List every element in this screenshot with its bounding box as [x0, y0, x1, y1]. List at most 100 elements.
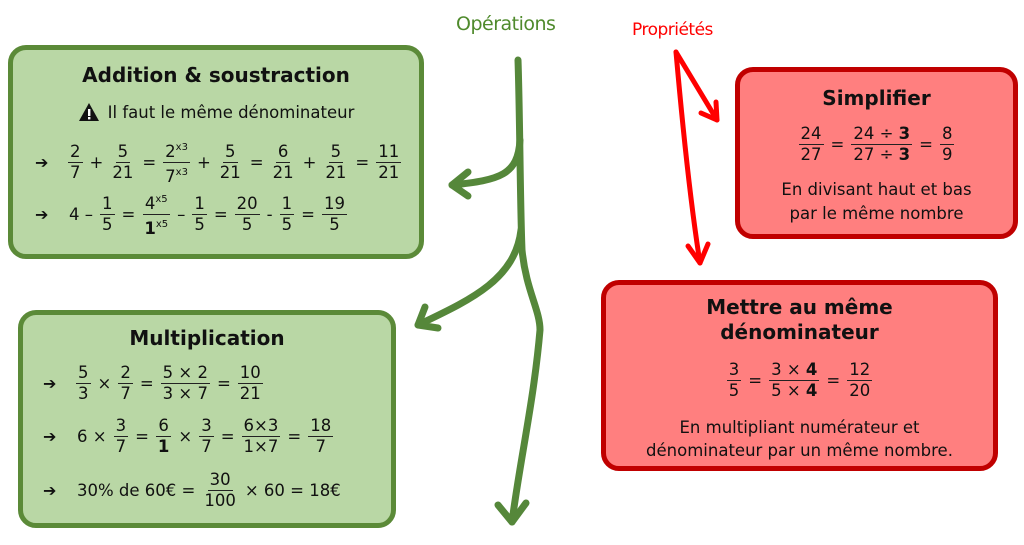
- warning-line: Il faut le même dénominateur: [13, 100, 419, 124]
- denominator: 5: [727, 381, 742, 401]
- term: 5: [241, 215, 253, 234]
- operator: =: [142, 153, 157, 172]
- term: 20: [849, 381, 871, 400]
- term: 6×3: [243, 416, 279, 435]
- numerator: 10: [237, 363, 263, 384]
- term: 1×7: [243, 437, 279, 456]
- properties-arrows: [673, 49, 720, 266]
- addition-title: Addition & soustraction: [82, 63, 350, 87]
- meme-denominateur-text-1: En multipliant numérateur et: [679, 418, 920, 437]
- term: 5: [329, 215, 340, 234]
- operator: =: [919, 135, 933, 154]
- addition-box: Addition & soustraction Il faut le même …: [8, 45, 424, 259]
- denominator: 5: [240, 215, 255, 235]
- superscript: x3: [175, 167, 188, 178]
- term: 7: [165, 167, 176, 186]
- term: 5 × 2: [162, 363, 208, 382]
- denominator: 3: [76, 384, 91, 404]
- term: 30: [209, 470, 231, 489]
- term: 3 ×: [771, 360, 806, 379]
- term: 21: [112, 163, 134, 182]
- operator: =: [355, 153, 370, 172]
- denominator: 21: [376, 163, 401, 183]
- numerator: 1: [279, 194, 295, 215]
- term: 11: [378, 142, 400, 161]
- term: 5: [225, 142, 236, 161]
- operator: –: [177, 205, 186, 224]
- term: 5: [194, 215, 205, 234]
- term: 1: [144, 219, 156, 238]
- denominator: 7: [199, 437, 214, 457]
- numerator: 12: [847, 360, 873, 381]
- numerator: 6×3: [241, 416, 281, 437]
- term: 10: [239, 363, 261, 382]
- denominator: 1×7: [242, 437, 281, 457]
- multiplication-title: Multiplication: [129, 326, 285, 350]
- term: 7: [70, 163, 81, 182]
- arrow-to-addition: [448, 136, 524, 189]
- operator: =: [826, 371, 841, 390]
- numerator: 3: [113, 416, 129, 437]
- term: 2: [120, 363, 131, 382]
- term: 27 ÷: [853, 145, 899, 164]
- denominator: 5: [100, 215, 115, 235]
- superscript: x3: [175, 142, 188, 153]
- term: 2: [165, 142, 176, 161]
- operator: -: [266, 205, 273, 224]
- numerator: 1: [192, 194, 207, 215]
- term: 5: [102, 215, 113, 234]
- arrow-head-addition: [448, 168, 472, 200]
- denominator: 1x5: [142, 215, 170, 239]
- numerator: 6: [156, 416, 171, 437]
- numerator: 24: [798, 124, 824, 145]
- term: 21: [272, 163, 294, 182]
- numerator: 24 ÷ 3: [851, 124, 913, 145]
- superscript: x5: [155, 219, 169, 230]
- term: 21: [378, 163, 400, 182]
- denominator: 7: [68, 163, 83, 183]
- term: 7: [120, 384, 131, 403]
- term: 12: [849, 360, 871, 379]
- numerator: 11: [376, 142, 402, 163]
- bullet-arrow-icon: ➔: [43, 481, 57, 500]
- term: 8: [941, 124, 953, 143]
- denominator: 5: [280, 215, 295, 235]
- numerator: 20: [234, 194, 260, 215]
- operator: =: [220, 427, 235, 446]
- arrow-head-simplifier: [698, 99, 720, 123]
- operator: × 60 = 18€: [244, 481, 341, 500]
- operator: 30% de 60€ =: [77, 481, 196, 500]
- term: 1: [281, 194, 293, 213]
- numerator: 5 × 2: [160, 363, 210, 384]
- denominator: 7: [313, 437, 328, 457]
- term: 5: [728, 381, 740, 400]
- term: 18: [310, 416, 332, 435]
- numerator: 1: [100, 194, 115, 215]
- term: 19: [323, 194, 345, 213]
- numerator: 2: [68, 142, 83, 163]
- term: 5 ×: [771, 381, 806, 400]
- term: 20: [236, 194, 258, 213]
- operator: 6 ×: [77, 427, 107, 446]
- denominator: 7x3: [163, 163, 190, 187]
- numerator: 3: [726, 360, 742, 381]
- operator: ×: [178, 427, 193, 446]
- simplifier-title: Simplifier: [822, 86, 931, 110]
- term: 21: [219, 163, 241, 182]
- term: 6: [158, 416, 169, 435]
- arrow-head-multiplication: [414, 303, 442, 332]
